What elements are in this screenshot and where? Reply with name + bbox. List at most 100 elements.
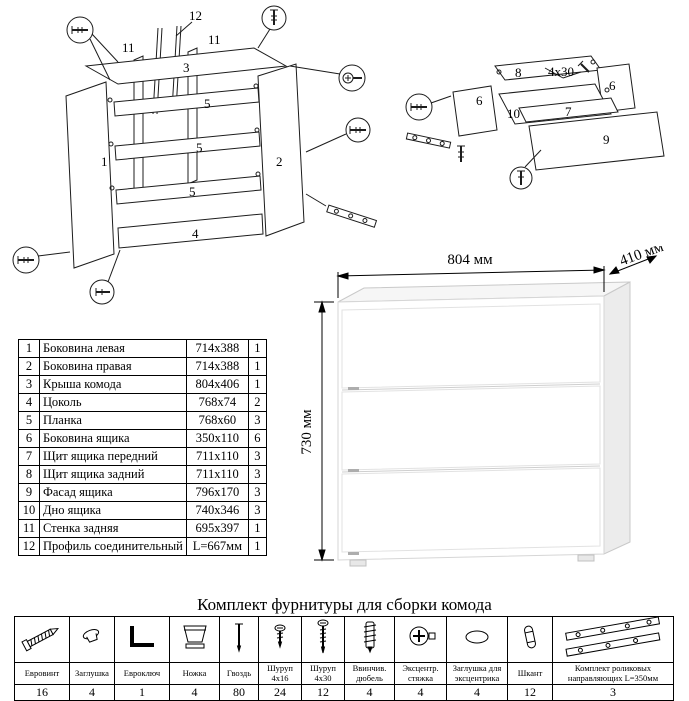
hardware-icon-row: [14, 616, 674, 663]
screw-icon: [517, 170, 525, 185]
part-num: 5: [18, 411, 40, 430]
hardware-name: Шкант: [507, 662, 553, 685]
part-label-5: 5: [204, 96, 211, 111]
part-label-7: 7: [565, 104, 572, 119]
part-name: Профиль соединительный: [39, 537, 187, 556]
part-num: 7: [18, 447, 40, 466]
roller-guide-icon: [326, 204, 378, 228]
width-dimension: 804 мм: [447, 252, 493, 268]
part-qty: 3: [247, 411, 267, 430]
drawer-gap-shadow: [348, 387, 359, 390]
dresser-render: 804 мм 410 мм 730 мм: [299, 246, 666, 567]
drawer-gap-shadow: [348, 552, 359, 555]
part-size: 350x110: [185, 429, 249, 448]
dimension-lines: [314, 255, 658, 562]
part-qty: 3: [247, 465, 267, 484]
part-num: 8: [18, 465, 40, 484]
drawer-labels: 8 4x30 6 6 10 7 9: [476, 64, 616, 147]
part-label-3: 3: [183, 60, 190, 75]
part-name: Крыша комода: [39, 375, 187, 394]
part-label-5: 5: [189, 184, 196, 199]
part-size: 711x110: [185, 465, 249, 484]
euroscrew-icon: [410, 103, 427, 111]
drawer-front: [341, 385, 601, 471]
part-size: 740x346: [185, 501, 249, 520]
hardware-qty: 4: [394, 684, 447, 701]
part-size: 768x60: [185, 411, 249, 430]
part-label-12: 12: [189, 8, 202, 23]
part-qty: 3: [247, 447, 267, 466]
part-size: 768x74: [185, 393, 249, 412]
hardware-name: Ввинчив. дюбель: [344, 662, 395, 685]
part-num: 10: [18, 501, 40, 520]
hardware-qty: 4: [446, 684, 508, 701]
hardware-kit-title: Комплект фурнитуры для сборки комода: [197, 595, 492, 614]
screw-icon: [95, 288, 110, 296]
part-size: 711x110: [185, 447, 249, 466]
part-size: 695x397: [185, 519, 249, 538]
part-label-8: 8: [515, 65, 522, 80]
part-label-9: 9: [603, 132, 610, 147]
hardware-name: Эксцентр. стяжка: [394, 662, 447, 685]
part-qty: 6: [247, 429, 267, 448]
part-num: 12: [18, 537, 40, 556]
hexkey-icon: [114, 616, 170, 663]
hardware-table: Евровинт Заглушка Евроключ Ножка Гвоздь …: [14, 616, 674, 701]
drawer-callouts: [405, 60, 590, 190]
part-name: Боковина правая: [39, 357, 187, 376]
hardware-name: Заглушка для эксцентрика: [446, 662, 508, 685]
depth-dimension: 410 мм: [618, 246, 666, 269]
cam-cap-icon: [446, 616, 508, 663]
part-num: 3: [18, 375, 40, 394]
drawer-gap-shadow: [348, 469, 359, 472]
hardware-qty: 3: [552, 684, 674, 701]
main-diagram-parts: [65, 21, 305, 269]
part-name: Стенка задняя: [39, 519, 187, 538]
screw-icon: [270, 9, 278, 25]
hardware-qty: 1: [114, 684, 170, 701]
part-size: 714x388: [185, 357, 249, 376]
screw-4x16-icon: [258, 616, 302, 663]
part-size: 804x406: [185, 375, 249, 394]
part-name: Планка: [39, 411, 187, 430]
part-name: Боковина левая: [39, 339, 187, 358]
hardware-qty: 12: [507, 684, 553, 701]
hardware-qty: 4: [169, 684, 220, 701]
part-size: 796x170: [185, 483, 249, 502]
part-label-6: 6: [609, 78, 616, 93]
part-num: 9: [18, 483, 40, 502]
part-qty: 3: [247, 483, 267, 502]
dowel-icon: [507, 616, 553, 663]
hardware-name: Гвоздь: [219, 662, 259, 685]
screw-icon: [577, 60, 590, 73]
part-label-10: 10: [507, 106, 520, 121]
screw-4x30-icon: [301, 616, 345, 663]
drawer-front: [341, 467, 601, 553]
euroscrew-icon: [17, 256, 34, 264]
hardware-name: Шуруп 4x16: [258, 662, 302, 685]
hardware-name: Шуруп 4x30: [301, 662, 345, 685]
hardware-name-row: Евровинт Заглушка Евроключ Ножка Гвоздь …: [14, 662, 674, 685]
hardware-qty: 4: [344, 684, 395, 701]
roller-guide-icon: [405, 132, 452, 149]
part-qty: 1: [247, 375, 267, 394]
dowel-screw-icon: [344, 616, 395, 663]
part-qty: 1: [247, 537, 267, 556]
hardware-qty: 12: [301, 684, 345, 701]
part-num: 11: [18, 519, 40, 538]
height-dimension: 730 мм: [299, 409, 315, 455]
part-name: Цоколь: [39, 393, 187, 412]
euroscrew-icon: [14, 616, 70, 663]
part-label-11: 11: [122, 40, 135, 55]
part-size: L=667мм: [185, 537, 249, 556]
part-num: 6: [18, 429, 40, 448]
